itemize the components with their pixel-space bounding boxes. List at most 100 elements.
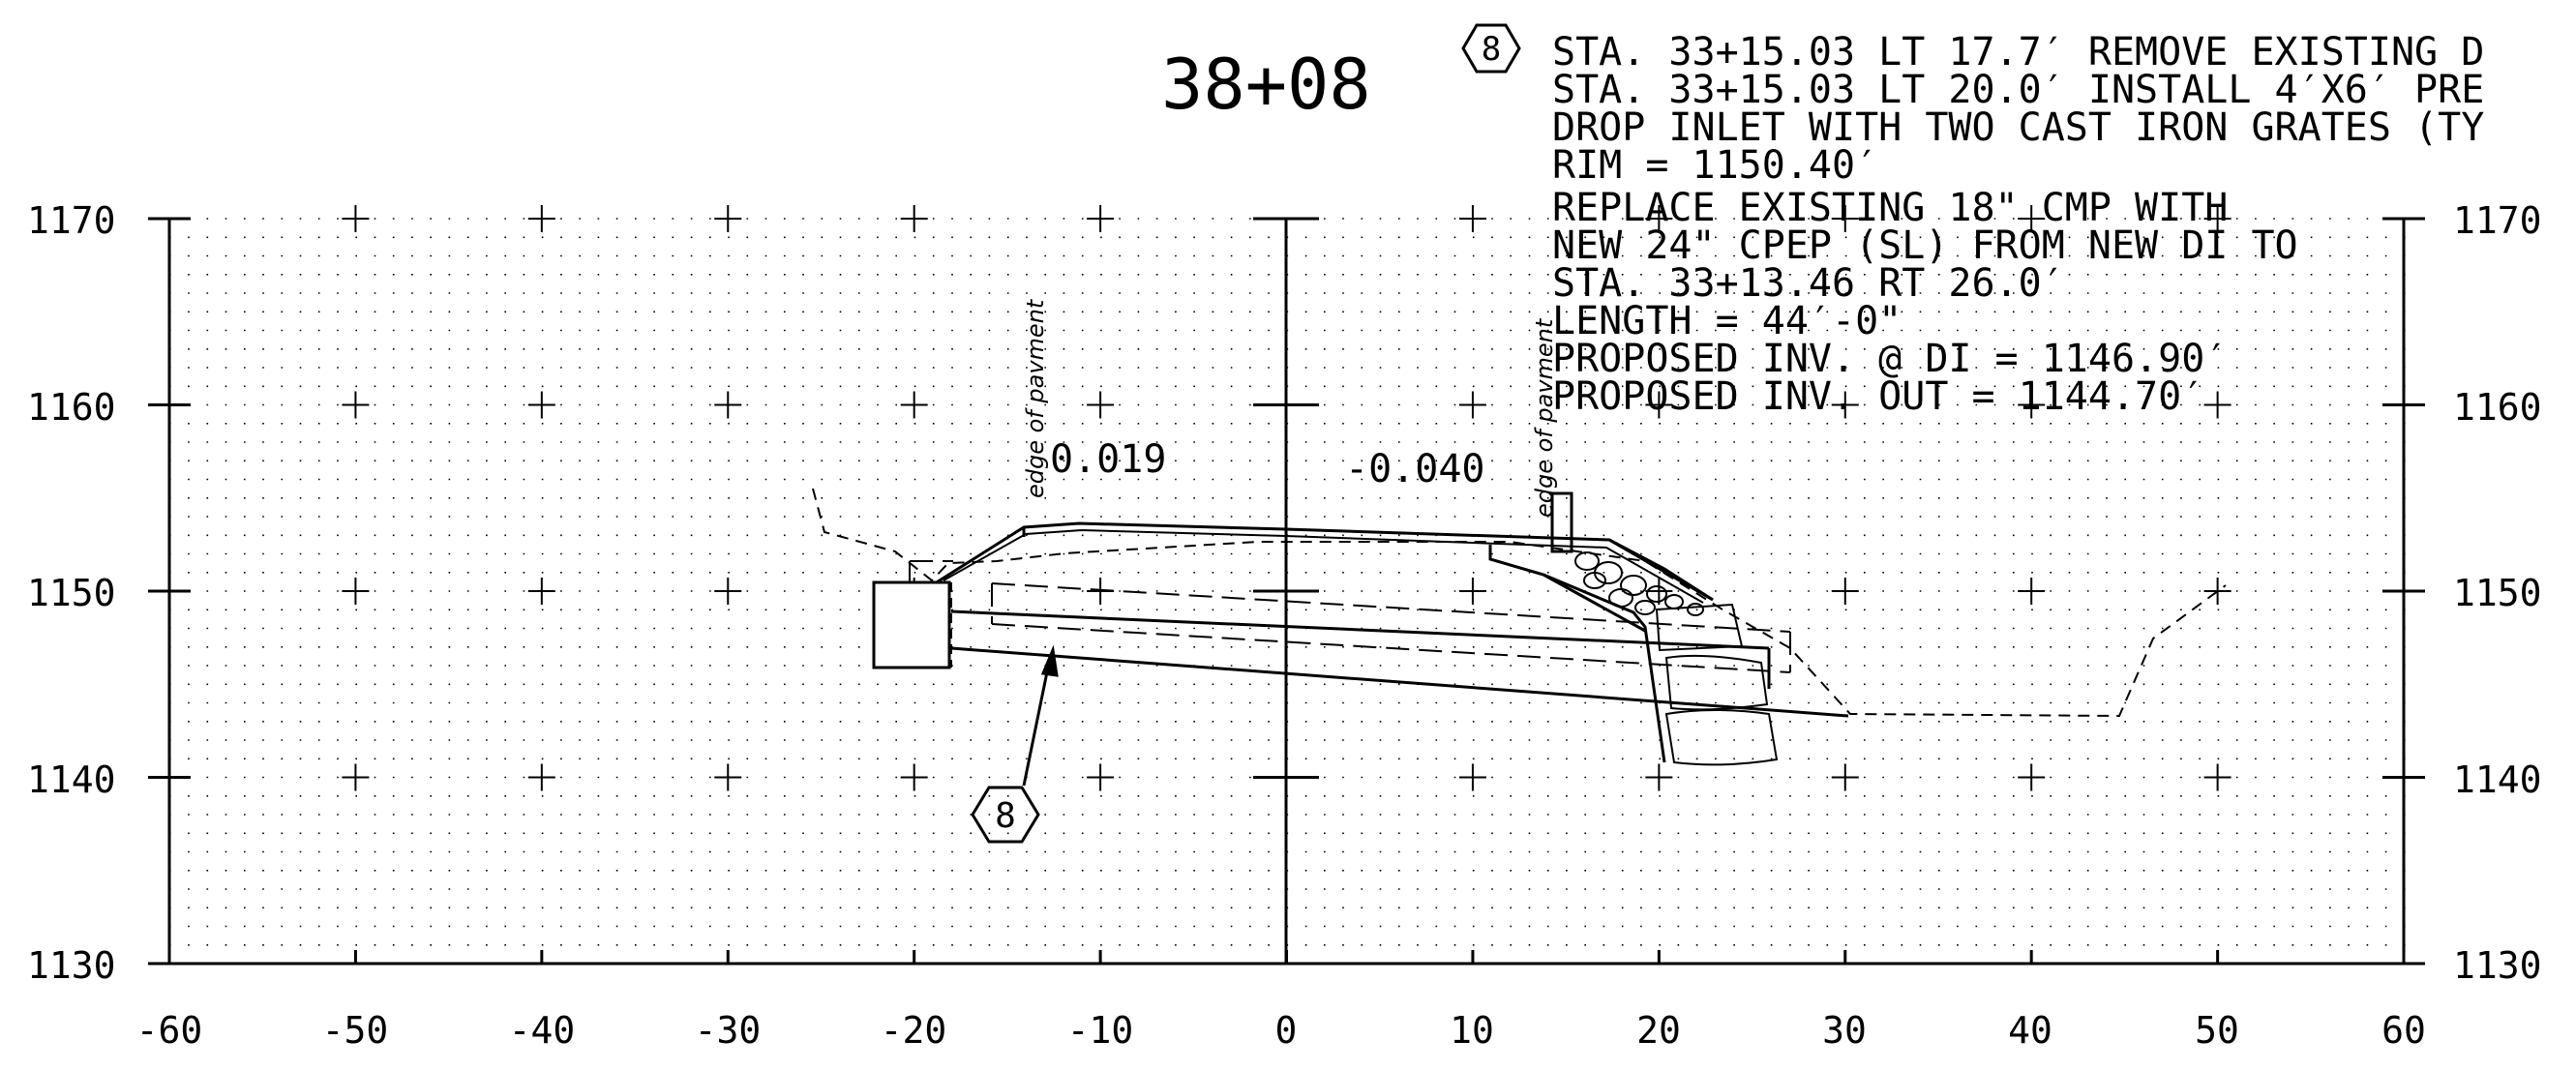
edge-of-pavement-label-left: edge of pavment <box>1022 298 1049 498</box>
x-tick-label: -50 <box>322 1009 389 1052</box>
grid-plus-marker <box>1831 763 1859 791</box>
existing-ground-line <box>812 488 2227 718</box>
riprap-stone <box>1646 585 1667 603</box>
grid-plus-marker <box>342 205 370 232</box>
grid-plus-marker <box>2018 578 2046 605</box>
riprap-stone <box>1583 572 1606 589</box>
proposed-pipe <box>950 609 1849 718</box>
marker-tag-number: 8 <box>995 796 1016 836</box>
drop-inlet-box <box>872 580 951 669</box>
riprap-stones <box>1574 551 1704 616</box>
station-label: 38+08 <box>1161 44 1371 125</box>
grid-plus-marker <box>1645 205 1673 232</box>
grid-plus-marker <box>714 205 742 232</box>
grid-plus-marker <box>714 391 742 419</box>
y-tick-label: 1170 <box>27 199 116 242</box>
y-tick-label: 1130 <box>2453 944 2542 987</box>
grid-plus-marker <box>2203 763 2232 791</box>
grid-plus-marker <box>527 205 555 232</box>
x-tick-label: -30 <box>695 1009 762 1052</box>
inlet-block <box>1664 709 1779 766</box>
y-tick-label: 1150 <box>27 572 116 614</box>
x-tick-label: 60 <box>2381 1009 2426 1052</box>
grid-plus-marker <box>342 763 370 791</box>
pavement-section <box>931 491 1714 763</box>
y-tick-label: 1170 <box>2453 199 2542 242</box>
grid-plus-marker <box>1458 391 1486 419</box>
post-marker <box>1550 491 1573 553</box>
existing-pipe <box>909 560 1791 673</box>
note-line: PROPOSED INV. OUT = 1144.70′ <box>1552 374 2204 419</box>
grid-plus-marker <box>900 205 928 232</box>
grid-plus-marker <box>342 391 370 419</box>
existing-pipe-bottom <box>991 623 1791 673</box>
marker-tag: 8 <box>971 786 1040 844</box>
grid-plus-markers <box>342 205 2232 791</box>
y-tick-label: 1150 <box>2453 572 2542 614</box>
x-tick-label: 50 <box>2195 1009 2239 1052</box>
grid-plus-marker <box>1831 578 1859 605</box>
riprap-stone <box>1574 551 1600 571</box>
grid-plus-marker <box>2018 391 2046 419</box>
x-tick-label: 0 <box>1275 1009 1298 1052</box>
grid-plus-marker <box>714 763 742 791</box>
note-line: PROPOSED INV. @ DI = 1146.90′ <box>1552 337 2228 381</box>
x-tick-label: -60 <box>136 1009 203 1052</box>
x-tick-label: 40 <box>2008 1009 2052 1052</box>
slope-label-right: -0.040 <box>1345 447 1485 491</box>
grid-plus-marker <box>714 578 742 605</box>
inlet-wall-left <box>1488 545 1666 763</box>
riprap-stone <box>1608 588 1633 608</box>
grid-plus-marker <box>527 763 555 791</box>
x-tick-label: 20 <box>1636 1009 1681 1052</box>
grid-plus-marker <box>1645 578 1673 605</box>
grid-plus-marker <box>2203 578 2232 605</box>
callout-note: STA. 33+15.03 LT 17.7′ REMOVE EXISTING D… <box>1552 30 2484 419</box>
pavement-bottom-line <box>943 528 1704 604</box>
y-tick-label: 1140 <box>2453 758 2542 801</box>
edge-of-pavement-label-right: edge of pavment <box>1531 317 1558 518</box>
x-tick-label: -40 <box>509 1009 576 1052</box>
grid-plus-marker <box>2018 205 2046 232</box>
note-line: STA. 33+15.03 LT 20.0′ INSTALL 4′X6′ PRE <box>1552 68 2484 112</box>
grid-plus-marker <box>2203 205 2232 232</box>
grid-plus-marker <box>1087 205 1115 232</box>
callout-tag: 8 <box>1461 23 1521 74</box>
grid-plus-marker <box>342 578 370 605</box>
grid-plus-marker <box>1458 578 1486 605</box>
grid-plus-marker <box>900 763 928 791</box>
y-tick-label: 1130 <box>27 944 116 987</box>
proposed-pipe-bottom <box>950 646 1849 718</box>
grid-plus-marker <box>1087 391 1115 419</box>
note-line: LENGTH = 44′-0" <box>1552 299 1902 343</box>
grid-plus-marker <box>2018 763 2046 791</box>
slope-label-left: 0.019 <box>1050 437 1166 482</box>
axis-tick-marks <box>148 217 2425 966</box>
riprap-stone <box>1687 603 1704 616</box>
note-line: STA. 33+13.46 RT 26.0′ <box>1552 261 2065 306</box>
existing-pipe-top <box>991 582 1791 633</box>
grid-plus-marker <box>1458 205 1486 232</box>
x-tick-label: -20 <box>881 1009 947 1052</box>
grid-plus-marker <box>1458 763 1486 791</box>
callout-tag-number: 8 <box>1482 30 1501 69</box>
note-line: RIM = 1150.40′ <box>1552 143 1878 188</box>
x-tick-label: 30 <box>1822 1009 1867 1052</box>
grid-plus-marker <box>1831 205 1859 232</box>
x-tick-labels: -60 -50 -40 -30 -20 -10 0 10 20 30 40 50… <box>136 1009 2426 1052</box>
note-line: REPLACE EXISTING 18" CMP WITH <box>1552 186 2228 230</box>
grid-plus-marker <box>1645 763 1673 791</box>
y-tick-label: 1160 <box>27 386 116 429</box>
note-line: DROP INLET WITH TWO CAST IRON GRATES (TY <box>1552 105 2484 150</box>
note-line: STA. 33+15.03 LT 17.7′ REMOVE EXISTING D <box>1552 30 2484 74</box>
riprap-stone <box>1620 575 1647 596</box>
hexagon-tag-icon <box>971 786 1040 844</box>
riprap-stone <box>1634 600 1656 615</box>
note-line: NEW 24" CPEP (SL) FROM NEW DI TO <box>1552 223 2298 268</box>
x-tick-label: 10 <box>1450 1009 1494 1052</box>
x-tick-label: -10 <box>1067 1009 1134 1052</box>
marker-leader <box>1022 644 1059 787</box>
y-tick-labels-left: 1170 1160 1150 1140 1130 <box>27 199 116 987</box>
y-tick-labels-right: 1170 1160 1150 1140 1130 <box>2453 199 2542 987</box>
